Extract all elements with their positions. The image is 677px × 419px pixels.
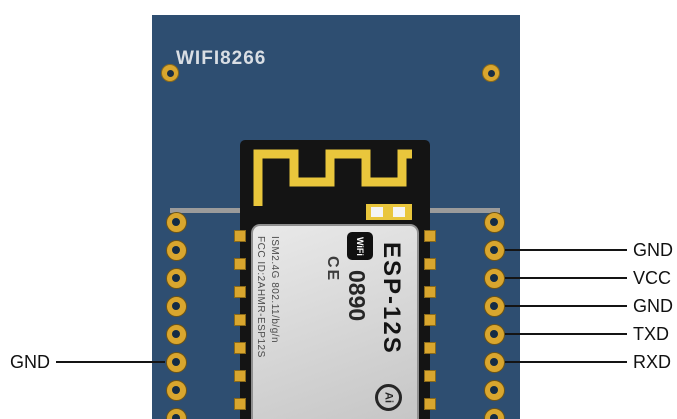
- pin-label: GND: [633, 296, 673, 316]
- pin-hole-center: [490, 358, 498, 366]
- pin-label: RXD: [633, 352, 672, 372]
- castellated-pad: [424, 286, 436, 298]
- pin-hole: [483, 211, 505, 233]
- pin-hole: [483, 379, 505, 401]
- esp-module: FCC ID:2AHMR-ESP12S ISM2.4G 802.11/b/g/n…: [240, 140, 430, 419]
- leader-line: [505, 277, 627, 279]
- leader-line: [505, 333, 627, 335]
- pin-hole: [165, 267, 187, 289]
- pin-hole-center: [172, 330, 180, 338]
- board-title: WIFI8266: [176, 48, 267, 69]
- pin-hole: [165, 295, 187, 317]
- pin-hole: [483, 323, 505, 345]
- pin-hole-center: [172, 414, 180, 419]
- pin-label: TXD: [633, 324, 669, 344]
- castellated-pad: [234, 398, 246, 410]
- pin-hole: [165, 323, 187, 345]
- pin-hole: [165, 407, 187, 419]
- hole-center: [487, 69, 495, 77]
- espressif-ai-logo: Ai: [375, 384, 402, 411]
- castellated-pad: [234, 314, 246, 326]
- castellated-pad: [234, 286, 246, 298]
- pin-hole-center: [172, 246, 180, 254]
- wifi-logo-text: WiFi: [355, 236, 365, 256]
- pcb-antenna-icon: [253, 149, 412, 206]
- leader-line: [56, 361, 165, 363]
- pin-label: GND: [633, 240, 673, 260]
- castellated-pad: [234, 258, 246, 270]
- hole-center: [166, 69, 174, 77]
- pin-hole-center: [490, 414, 498, 419]
- castellated-pad: [424, 342, 436, 354]
- cert-number: 0890: [344, 270, 370, 322]
- pin-hole: [483, 239, 505, 261]
- pin-hole: [165, 211, 187, 233]
- pin-hole-center: [172, 358, 180, 366]
- ism-band-text: ISM2.4G 802.11/b/g/n: [269, 236, 280, 344]
- pin-hole: [165, 351, 187, 373]
- pin-hole: [483, 407, 505, 419]
- ai-logo-text: Ai: [382, 392, 395, 403]
- pin-hole: [165, 379, 187, 401]
- pin-hole-center: [490, 302, 498, 310]
- castellated-pad: [424, 258, 436, 270]
- wifi-logo: WiFi: [347, 232, 373, 260]
- pin-label: GND: [10, 352, 50, 372]
- castellated-pad: [424, 314, 436, 326]
- castellated-pad: [234, 370, 246, 382]
- module-model: ESP-12S: [378, 242, 405, 355]
- ce-mark: CE: [324, 256, 341, 283]
- metal-shield: FCC ID:2AHMR-ESP12S ISM2.4G 802.11/b/g/n…: [251, 224, 419, 419]
- pin-hole-center: [490, 330, 498, 338]
- pin-hole: [483, 267, 505, 289]
- pin-hole: [483, 351, 505, 373]
- pin-hole-center: [490, 246, 498, 254]
- leader-line: [505, 361, 627, 363]
- castellated-pad: [424, 230, 436, 242]
- pin-hole-center: [490, 274, 498, 282]
- pin-hole-center: [172, 274, 180, 282]
- pin-hole: [483, 295, 505, 317]
- castellated-pad: [424, 370, 436, 382]
- castellated-pad: [234, 230, 246, 242]
- pin-hole-center: [490, 386, 498, 394]
- pin-hole-center: [172, 218, 180, 226]
- pin-hole-center: [490, 218, 498, 226]
- pin-hole-center: [172, 302, 180, 310]
- pin-hole-center: [172, 386, 180, 394]
- fcc-id-text: FCC ID:2AHMR-ESP12S: [255, 236, 266, 358]
- component-pad: [371, 207, 383, 217]
- leader-line: [505, 305, 627, 307]
- mounting-hole: [161, 64, 179, 82]
- antenna-component: [366, 204, 412, 220]
- castellated-pad: [234, 342, 246, 354]
- pin-hole: [165, 239, 187, 261]
- mounting-hole: [482, 64, 500, 82]
- leader-line: [505, 249, 627, 251]
- castellated-pad: [424, 398, 436, 410]
- pin-label: VCC: [633, 268, 672, 288]
- component-pad: [393, 207, 405, 217]
